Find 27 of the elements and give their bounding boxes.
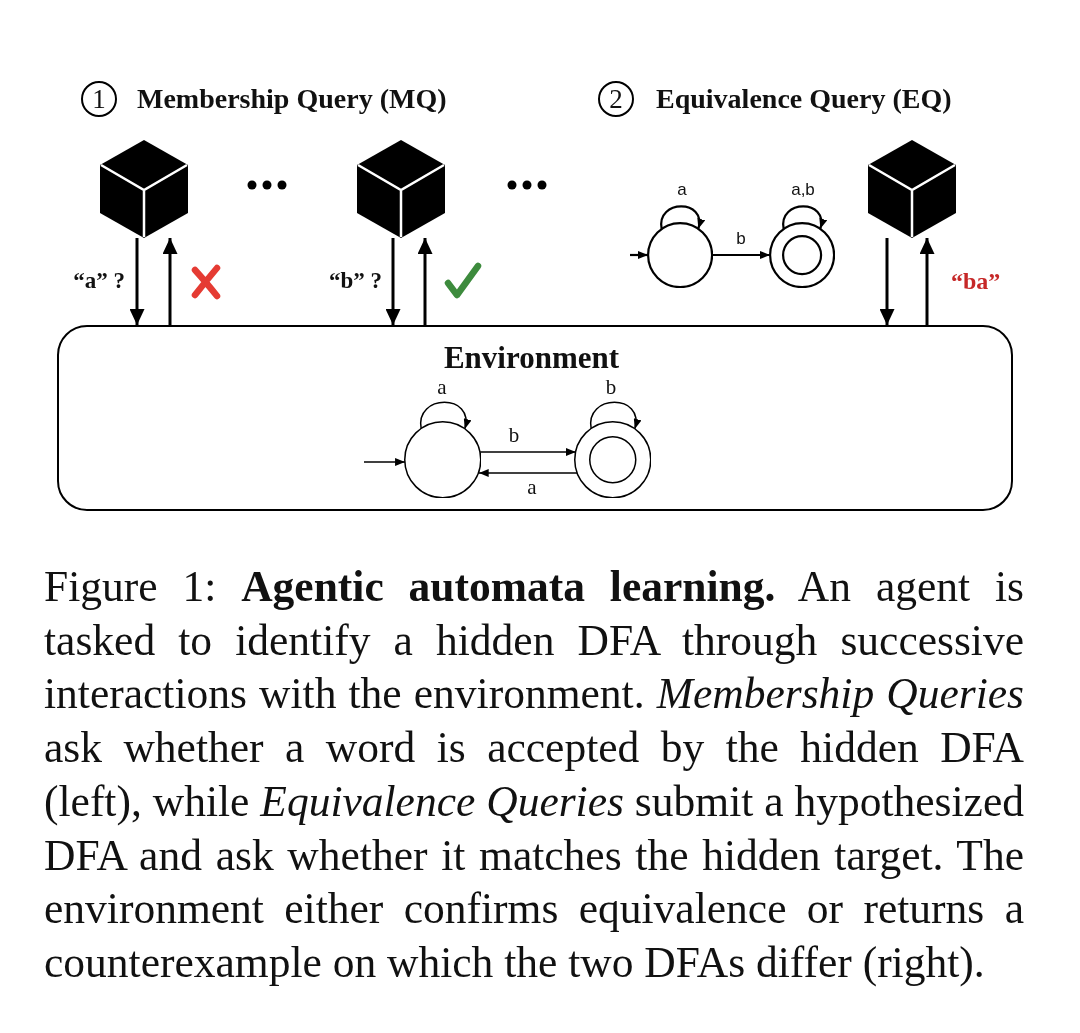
cube-icon [357, 140, 445, 238]
arrow [879, 238, 895, 325]
arrow [417, 238, 433, 325]
self-loop-arrow [420, 401, 471, 430]
step-number: 1 [81, 81, 117, 117]
environment-panel [57, 325, 1013, 511]
arrow [385, 238, 401, 325]
transition-arrow [712, 251, 770, 259]
state-circle [646, 221, 714, 289]
arrow [919, 238, 935, 325]
state-circle [403, 420, 482, 499]
step-number: 2 [598, 81, 634, 117]
accepting-state-circle [573, 420, 652, 499]
section-heading: Equivalence Query (EQ) [656, 83, 952, 115]
self-loop-arrow [590, 401, 641, 430]
figure-caption: Figure 1: Agentic automata learning. An agent is tasked to identify a hidden DFA through successive interactions with the environment. Membership Queries ask whether a word is accepted by the hidden DFA (left), while Equivalence Queries submit a hypothesized DFA and ask whether it matches the hidden target. The environment either confirms equivalence or returns a counterexample on which the two DFAs differ (right). [44, 561, 1024, 989]
cube-icon [868, 140, 956, 238]
cube-icon [100, 140, 188, 238]
accepting-state-circle [768, 221, 836, 289]
arrow [162, 238, 178, 325]
panel-title: Environment [443, 339, 620, 376]
self-loop-arrow [660, 205, 704, 229]
arrow [129, 238, 145, 325]
section-heading: Membership Query (MQ) [137, 83, 447, 115]
start-arrow [630, 251, 648, 259]
self-loop-arrow [782, 205, 826, 229]
edge-label: a,b [790, 180, 816, 200]
